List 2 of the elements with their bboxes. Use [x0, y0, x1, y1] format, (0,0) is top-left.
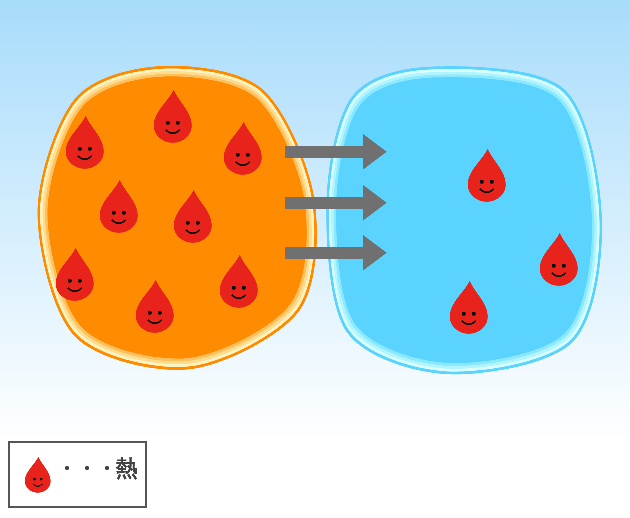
- legend-label: ・・・熱: [56, 456, 136, 484]
- arrow: [285, 134, 387, 170]
